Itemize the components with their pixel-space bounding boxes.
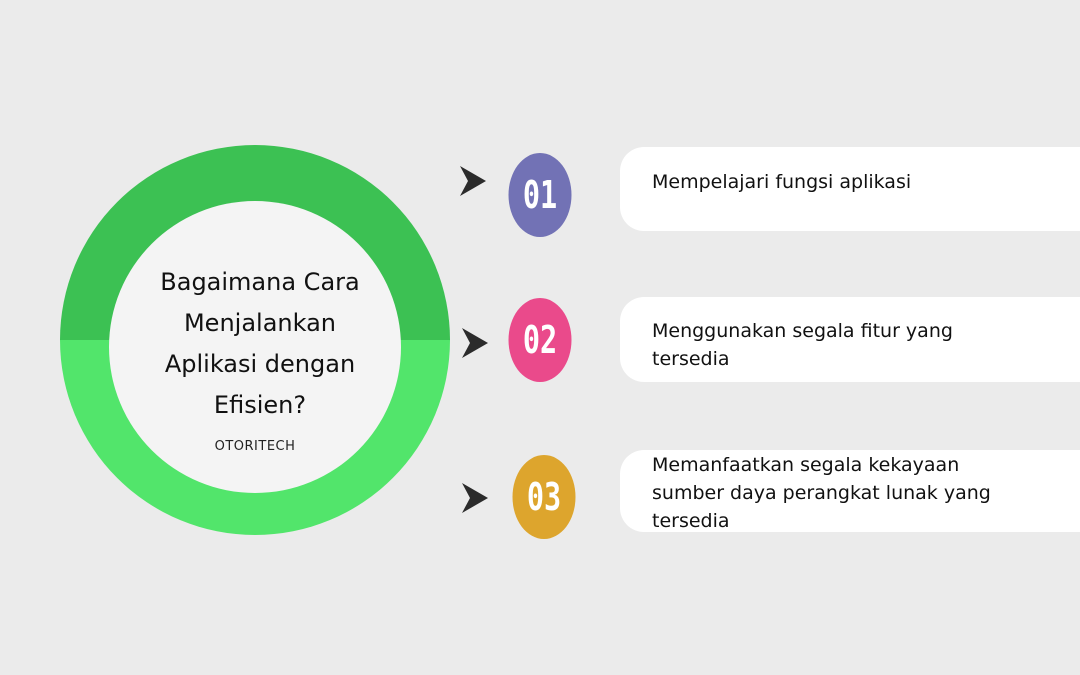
center-inner-circle <box>109 201 401 493</box>
arrow-right-icon <box>462 328 488 358</box>
arrow-right-icon <box>462 483 488 513</box>
step-text-3: Memanfaatkan segala kekayaan sumber daya… <box>652 454 991 532</box>
step-badge-3: 03 <box>512 455 576 539</box>
step-card-3: Memanfaatkan segala kekayaan sumber daya… <box>620 450 1080 532</box>
center-title: Bagaimana Cara Menjalankan Aplikasi deng… <box>160 268 360 419</box>
step-text-2: Menggunakan segala fitur yang tersedia <box>652 320 953 370</box>
step-card-1: Mempelajari fungsi aplikasi <box>620 147 1080 231</box>
step-badge-1: 01 <box>508 153 572 237</box>
step-card-2: Menggunakan segala fitur yang tersedia <box>620 297 1080 382</box>
step-badge-2: 02 <box>508 298 572 382</box>
brand-label: OTORITECH <box>214 439 296 454</box>
step-text-1: Mempelajari fungsi aplikasi <box>652 171 912 193</box>
arrow-right-icon <box>460 166 486 196</box>
